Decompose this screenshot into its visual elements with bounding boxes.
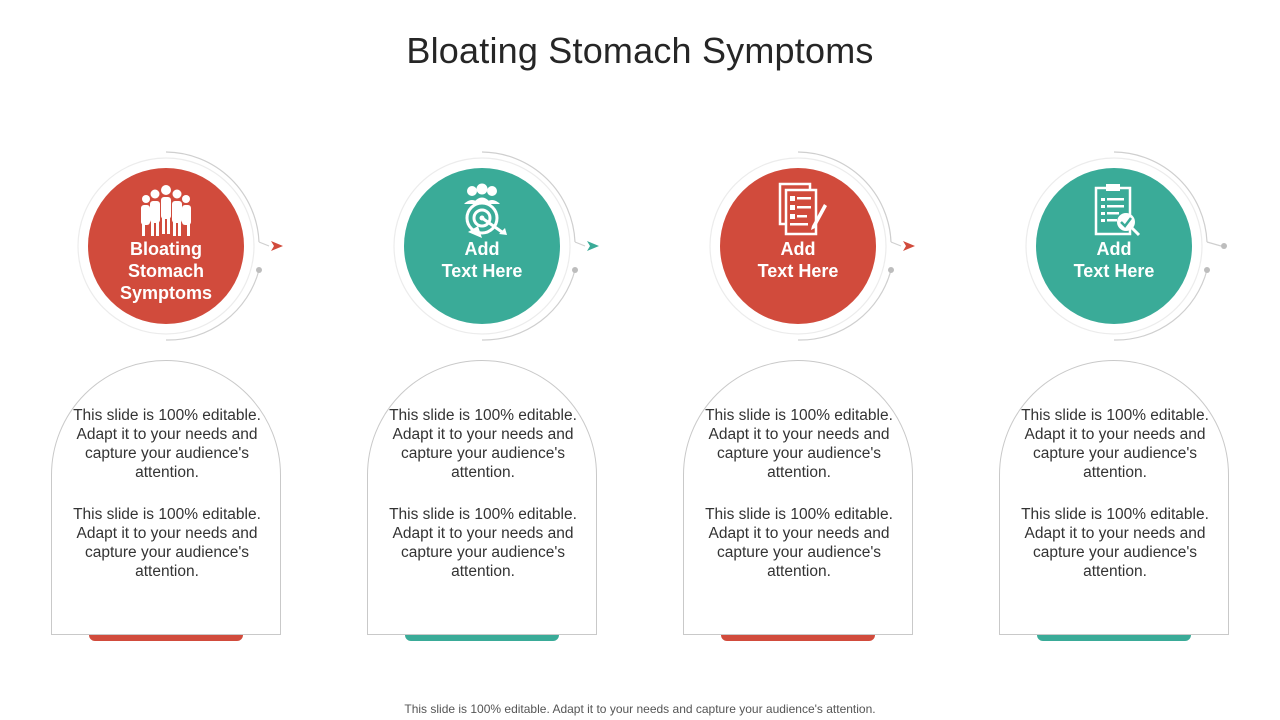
step-3-circle: Add Text Here <box>720 168 876 324</box>
step-3-ring <box>709 151 915 341</box>
step-4-text-1: This slide is 100% editable. Adapt it to… <box>1021 407 1209 481</box>
step-1-text-1: This slide is 100% editable. Adapt it to… <box>73 407 261 481</box>
step-1-text-2: This slide is 100% editable. Adapt it to… <box>73 506 261 580</box>
step-2-text-1: This slide is 100% editable. Adapt it to… <box>389 407 577 481</box>
step-2-circle: Add Text Here <box>404 168 560 324</box>
step-4-ring <box>1025 151 1227 341</box>
step-2: Add Text Here This slide is 100% editabl… <box>367 150 627 650</box>
step-4-card: This slide is 100% editable. Adapt it to… <box>999 360 1229 635</box>
step-1-ring <box>77 151 283 341</box>
step-3-card: This slide is 100% editable. Adapt it to… <box>683 360 913 635</box>
step-4: Add Text Here This slide is 100% editabl… <box>999 150 1259 650</box>
arrow-right-icon <box>587 241 599 251</box>
step-3-label: Add Text Here <box>757 239 839 281</box>
step-4-label: Add Text Here <box>1073 239 1155 281</box>
step-3-bar <box>721 635 875 641</box>
page-title: Bloating Stomach Symptoms <box>406 30 874 71</box>
clipboard-check-icon <box>1094 184 1141 237</box>
step-3-text-1: This slide is 100% editable. Adapt it to… <box>705 407 893 481</box>
arrow-right-icon <box>271 241 283 251</box>
step-2-text-2: This slide is 100% editable. Adapt it to… <box>389 506 577 580</box>
step-2-label: Add Text Here <box>441 239 523 281</box>
step-1-bar <box>89 635 243 641</box>
step-1: Bloating Stomach Symptoms This slide is … <box>51 150 311 650</box>
step-1-card: This slide is 100% editable. Adapt it to… <box>51 360 281 635</box>
documents-pen-icon <box>778 182 827 236</box>
arrow-right-icon <box>903 241 915 251</box>
step-3-text-2: This slide is 100% editable. Adapt it to… <box>705 506 893 580</box>
step-4-bar <box>1037 635 1191 641</box>
footer-note: This slide is 100% editable. Adapt it to… <box>404 702 876 716</box>
end-dot-icon <box>1221 243 1227 249</box>
step-3: Add Text Here This slide is 100% editabl… <box>683 150 943 650</box>
step-1-label: Bloating Stomach Symptoms <box>119 239 213 303</box>
team-target-icon <box>464 183 507 238</box>
step-2-ring <box>393 151 599 341</box>
step-1-circle: Bloating Stomach Symptoms <box>88 168 244 324</box>
step-2-bar <box>405 635 559 641</box>
step-4-circle: Add Text Here <box>1036 168 1192 324</box>
step-2-card: This slide is 100% editable. Adapt it to… <box>367 360 597 635</box>
step-4-text-2: This slide is 100% editable. Adapt it to… <box>1021 506 1209 580</box>
people-group-icon <box>141 185 191 236</box>
